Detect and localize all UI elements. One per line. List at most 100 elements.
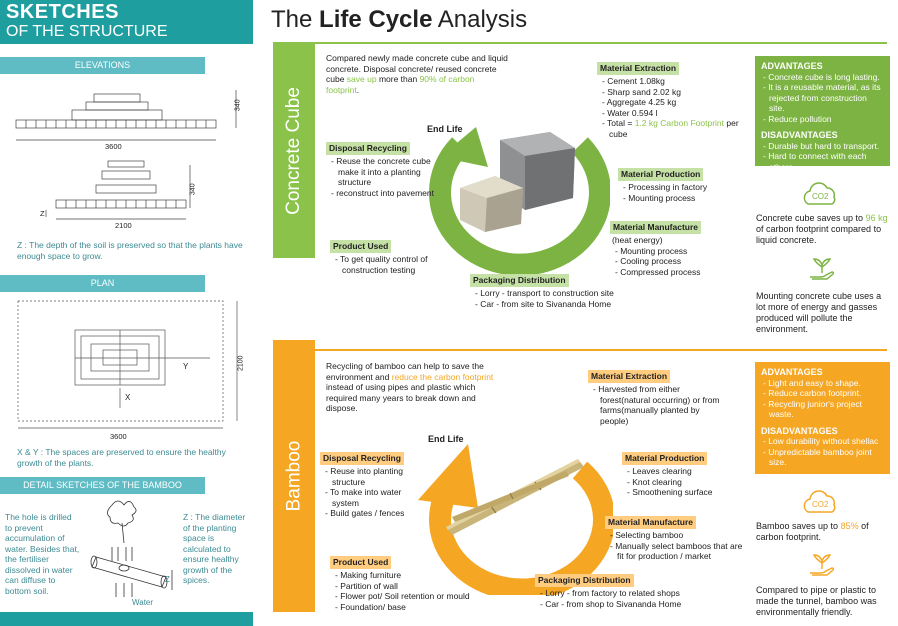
co2-cloud-icon: CO2 — [803, 490, 836, 513]
elevation-drawing-1 — [15, 90, 237, 141]
bamboo-extraction-header: Material Extraction — [588, 370, 671, 383]
concrete-end-life: End Life — [427, 124, 463, 134]
bamboo-compare-note: Compared to pipe or plastic to made the … — [756, 585, 877, 617]
bamboo-tab-label: Bamboo — [283, 440, 304, 512]
detail-z-mark: Z — [165, 575, 170, 584]
concrete-manufacture-item: Compressed process — [613, 267, 740, 278]
concrete-extraction-item: Water 0.594 l — [600, 108, 742, 119]
z-note: Z : The depth of the soil is preserved s… — [17, 240, 243, 261]
bamboo-adv-item: Recycling junior's project waste. — [761, 399, 884, 420]
detail-header: DETAIL SKETCHES OF THE BAMBOO — [0, 477, 205, 494]
title-post: Analysis — [432, 6, 528, 33]
concrete-extraction-item: Aggregate 4.25 kg — [600, 97, 742, 108]
elevations-header: ELEVATIONS — [0, 57, 205, 74]
concrete-extraction-item: Sharp sand 2.02 kg — [600, 87, 742, 98]
bamboo-disposal-item: Reuse into planting structure — [323, 466, 420, 487]
concrete-product-item: To get quality control of construction t… — [333, 254, 440, 275]
concrete-intro-3: . — [356, 84, 360, 95]
left-title-bar — [0, 0, 253, 44]
bamboo-product-header: Product Used — [330, 556, 392, 569]
bamboo-disposal-item: To make into water system — [323, 487, 420, 508]
title-pre: The — [271, 6, 320, 33]
concrete-disposal-item: Reuse the concrete cube make it into a p… — [329, 156, 438, 188]
bamboo-disadv-header: DISADVANTAGES — [761, 425, 838, 436]
bamboo-disadv-item: Unpredictable bamboo joint size. — [761, 447, 884, 468]
concrete-disadv-item: Durable but hard to transport. — [761, 141, 884, 152]
title-bold: Life Cycle — [319, 6, 433, 33]
bamboo-packaging: Packaging Distribution Lorry - from fact… — [535, 570, 700, 609]
elev-z-mark: Z — [40, 209, 45, 218]
concrete-disposal: Disposal Recycling Reuse the concrete cu… — [326, 138, 438, 198]
bamboo-product-item: Flower pot/ Soil retention or mould — [333, 591, 490, 602]
xy-note: X & Y : The spaces are preserved to ensu… — [17, 447, 226, 468]
concrete-disposal-header: Disposal Recycling — [326, 142, 410, 155]
bamboo-product-item: Foundation/ base — [333, 602, 490, 613]
bamboo-production-item: Knot clearing — [625, 477, 747, 488]
concrete-adv-item: Reduce pollution — [761, 114, 884, 125]
concrete-save-2: of carbon footprint compared to liquid c… — [756, 224, 882, 245]
bamboo-intro: Recycling of bamboo can help to save the… — [326, 361, 498, 414]
bamboo-intro-1: Recycling of bamboo can help to save the… — [326, 361, 484, 382]
plan-x-mark: X — [125, 393, 131, 402]
co2-text: CO2 — [812, 192, 829, 201]
left-subtitle: OF THE STRUCTURE — [6, 23, 168, 40]
bamboo-cycle-arrow — [418, 444, 613, 595]
bamboo-extraction-item: Harvested from either forest(natural occ… — [591, 384, 728, 426]
concrete-save-hl: 96 kg — [865, 213, 888, 223]
concrete-production-item: Processing in factory — [621, 182, 743, 193]
bamboo-manufacture-item: Manually select bamboos that are fit for… — [608, 541, 745, 562]
plan-width-dim: 3600 — [110, 432, 127, 441]
elev2-width-dim: 2100 — [115, 221, 132, 230]
concrete-save-1: Concrete cube saves up to — [756, 213, 866, 223]
bamboo-production-item: Leaves clearing — [625, 466, 747, 477]
concrete-disposal-item: reconstruct into pavement — [329, 188, 438, 199]
concrete-intro-2: more than — [376, 74, 420, 84]
concrete-cubes-image — [460, 132, 575, 232]
total-hl: 1.2 kg Carbon Footprint — [634, 118, 725, 128]
concrete-adv-item: Concrete cube is long lasting. — [761, 72, 884, 83]
bamboo-intro-2: instead of using pipes and plastic which… — [326, 382, 476, 413]
concrete-tab-label: Concrete Cube — [283, 87, 305, 215]
concrete-adv-item: It is a reusable material, as its reject… — [761, 82, 884, 114]
concrete-packaging: Packaging Distribution Lorry - transport… — [470, 270, 615, 309]
concrete-mount-note: Mounting concrete cube uses a lot more o… — [756, 291, 882, 334]
concrete-manufacture-header: Material Manufacture — [610, 221, 702, 234]
concrete-cycle-arrow — [429, 127, 610, 275]
concrete-production-header: Material Production — [618, 168, 704, 181]
bamboo-intro-hl: reduce the carbon footprint — [391, 371, 494, 382]
bamboo-disposal: Disposal Recycling Reuse into planting s… — [320, 448, 420, 519]
concrete-product: Product Used To get quality control of c… — [330, 236, 440, 275]
concrete-tab: Concrete Cube — [273, 44, 315, 258]
concrete-manufacture: Material Manufacture (heat energy) Mount… — [610, 217, 740, 277]
bamboo-disposal-item: Build gates / fences — [323, 508, 420, 519]
bamboo-packaging-item: Lorry - from factory to related shops — [538, 588, 700, 599]
bamboo-product: Product Used Making furniture Partition … — [330, 552, 490, 612]
concrete-adv-header: ADVANTAGES — [761, 61, 823, 71]
detail-note-right: Z : The diameter of the planting space i… — [183, 512, 246, 585]
bamboo-end-life: End Life — [428, 434, 464, 444]
elevation-drawing-2 — [45, 160, 191, 220]
concrete-advantages-box: ADVANTAGES Concrete cube is long lasting… — [755, 56, 890, 172]
left-panel: SKETCHES OF THE STRUCTURE ELEVATIONS 340… — [0, 0, 253, 626]
concrete-intro-1: Compared newly made concrete cube and li… — [326, 53, 508, 84]
plant-hand-icon — [810, 554, 835, 576]
concrete-intro-hl: save up — [346, 74, 377, 84]
co2-cloud-icon: CO2 — [803, 182, 836, 205]
bamboo-sticks-image — [446, 459, 584, 535]
bamboo-save-1: Bamboo saves up to — [756, 521, 841, 531]
green-divider — [273, 42, 887, 44]
bamboo-product-item: Partition of wall — [333, 581, 490, 592]
page-title: The Life Cycle Analysis — [271, 6, 527, 34]
bamboo-packaging-header: Packaging Distribution — [535, 574, 634, 587]
concrete-extraction-item: Cement 1.08kg — [600, 76, 742, 87]
bamboo-product-item: Making furniture — [333, 570, 490, 581]
bamboo-extraction: Material Extraction Harvested from eithe… — [588, 366, 728, 426]
left-bottom-bar — [0, 612, 253, 626]
bamboo-production: Material Production Leaves clearing Knot… — [622, 448, 747, 498]
bamboo-detail-drawing — [90, 500, 173, 597]
elev2-height-dim: 340 — [189, 183, 197, 196]
concrete-intro-hl2: 90% of carbon footprint — [326, 74, 475, 95]
bamboo-disposal-header: Disposal Recycling — [320, 452, 404, 465]
bamboo-advantages-box: ADVANTAGES Light and easy to shape. Redu… — [755, 362, 890, 474]
bamboo-disadv-item: Low durability without shellac — [761, 436, 884, 447]
